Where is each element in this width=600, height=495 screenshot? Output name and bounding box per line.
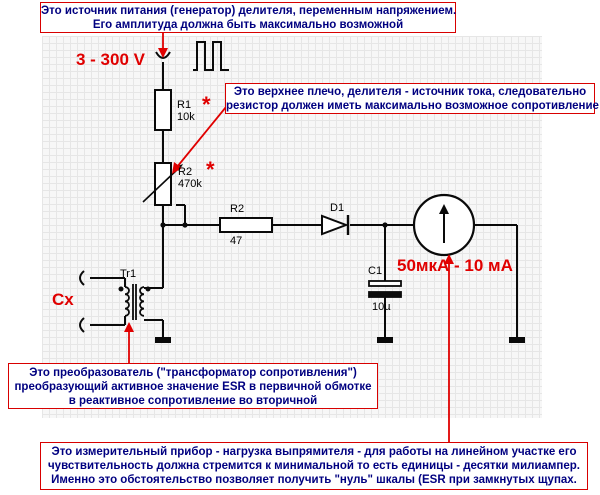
diode-icon [321, 214, 350, 236]
square-wave-icon [193, 41, 229, 71]
annotation-transformer: Это преобразователь ("трансформатор сопр… [8, 363, 378, 409]
annotation-meter: Это измерительный прибор - нагрузка выпр… [40, 442, 588, 490]
c1-name: C1 [368, 265, 383, 277]
annotation-upper-arm-line-2: резистор должен иметь максимально возмож… [226, 100, 599, 112]
annotation-meter-line-1: Это измерительный прибор - нагрузка выпр… [51, 446, 577, 458]
ground-icon [155, 337, 525, 343]
annotation-upper-arm-line-1: Это верхнее плечо, делителя - источник т… [233, 86, 587, 98]
ammeter-icon [412, 193, 476, 257]
wires [90, 62, 518, 338]
r2-var-value: 470k [178, 178, 202, 190]
r1-name: R1 [177, 99, 192, 111]
c1-value: 10µ [372, 301, 391, 313]
r2-var-name: R2 [178, 166, 193, 178]
r2-series-value: 47 [230, 235, 243, 247]
meter-range-label: 50мкА - 10 мА [397, 256, 513, 275]
resistor-r1 [154, 89, 172, 131]
annotation-meter-line-2: чувствительность должна стремится к мини… [48, 460, 580, 472]
annotation-transformer-line-2: преобразующий активное значение ESR в пе… [14, 381, 372, 393]
tr1-name: Tr1 [120, 268, 137, 280]
transformer-icon [118, 284, 151, 320]
annotation-transformer-line-1: Это преобразователь ("трансформатор сопр… [29, 367, 357, 379]
r1-value: 10k [177, 111, 195, 123]
cx-label: Cx [52, 290, 74, 309]
r2-series-name: R2 [230, 203, 245, 215]
annotation-meter-line-3: Именно это обстоятельство позволяет полу… [51, 474, 577, 486]
terminal-icon [79, 270, 85, 333]
annotation-transformer-line-3: в реактивное сопротивление во вторичной [68, 395, 318, 407]
r1-asterisk: * [202, 92, 211, 117]
resistor-r2-series [219, 217, 273, 233]
annotation-upper-arm: Это верхнее плечо, делителя - источник т… [225, 83, 599, 114]
annotation-generator-line-2: Его амплитуда должна быть максимально во… [92, 19, 404, 31]
junction-dots [160, 222, 388, 228]
annotation-generator-line-1: Это источник питания (генератор) делител… [41, 5, 457, 17]
annotation-generator: Это источник питания (генератор) делител… [40, 2, 456, 33]
voltage-label: 3 - 300 V [76, 50, 145, 69]
generator-terminal [155, 41, 229, 71]
arrow-upper-arm [176, 106, 227, 168]
r2-var-asterisk: * [206, 157, 215, 182]
polarized-capacitor-icon [368, 280, 402, 298]
d1-name: D1 [330, 202, 345, 214]
